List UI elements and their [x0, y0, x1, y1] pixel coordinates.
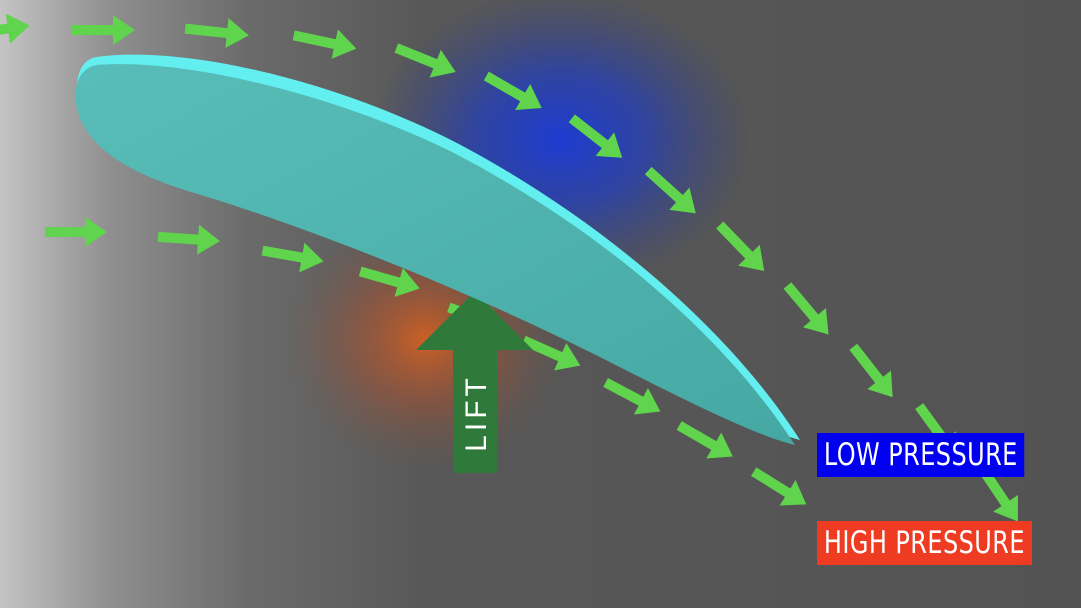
- flow-arrow: [644, 166, 696, 214]
- flow-arrow: [783, 282, 829, 335]
- flow-arrow: [751, 467, 807, 506]
- low-pressure-label: LOW PRESSURE: [817, 433, 1025, 477]
- flow-arrow: [716, 221, 765, 272]
- flow-arrow: [977, 465, 1019, 522]
- flow-arrow: [394, 43, 456, 78]
- flow-arrow: [71, 15, 135, 45]
- flow-arrow: [292, 29, 357, 59]
- flow-arrow: [157, 224, 220, 255]
- flow-arrow: [184, 18, 249, 48]
- lift-arrow: LIFT: [416, 291, 533, 473]
- lower-airflow-arrows: [45, 217, 807, 506]
- flow-arrow: [568, 114, 623, 158]
- flow-arrow: [261, 242, 324, 273]
- flow-arrow: [676, 421, 733, 459]
- flow-arrow: [521, 335, 581, 371]
- airfoil: [75, 54, 800, 445]
- flow-arrow: [603, 378, 661, 415]
- lift-label: LIFT: [460, 374, 493, 452]
- flow-arrow: [45, 217, 107, 247]
- upper-airflow-arrows: [0, 13, 1019, 522]
- flow-arrow: [849, 343, 893, 398]
- flow-arrow: [358, 266, 420, 297]
- flow-arrow: [0, 13, 30, 44]
- flow-arrow: [483, 71, 542, 110]
- high-pressure-label: HIGH PRESSURE: [817, 521, 1032, 565]
